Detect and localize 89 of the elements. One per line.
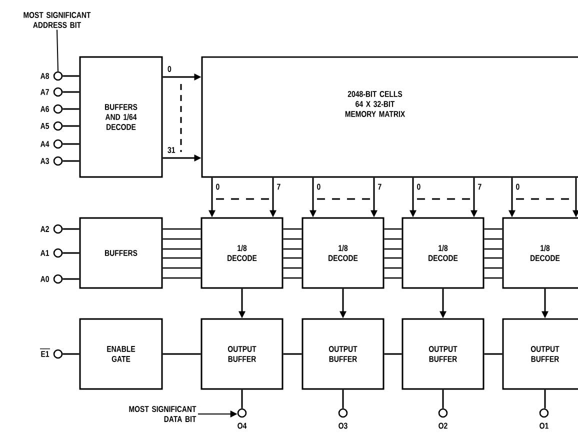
arrow <box>440 288 446 318</box>
arrow <box>162 154 202 162</box>
signal-line <box>62 278 80 280</box>
pin-circle <box>53 87 63 97</box>
signal-line <box>62 228 80 230</box>
edge-label: 0 <box>514 182 521 191</box>
pin-label: A3 <box>40 158 49 164</box>
pin-label: O1 <box>540 422 548 429</box>
signal-line <box>384 353 402 355</box>
pin-circle <box>53 156 63 166</box>
arrow <box>542 288 548 318</box>
block-box: BUFFERS AND 1/64 DECODE <box>79 56 163 178</box>
signal-line <box>241 390 243 408</box>
edge-label: 7 <box>376 182 383 191</box>
edge-label: 31 <box>166 146 176 154</box>
pin-circle <box>53 274 63 284</box>
arrow <box>470 178 478 218</box>
pin-circle <box>53 71 63 81</box>
signal-line <box>342 390 344 408</box>
edge-label: 0 <box>166 64 172 73</box>
arrow <box>162 74 202 80</box>
arrow <box>208 178 216 218</box>
signal-line <box>62 91 80 93</box>
pin-circle <box>53 139 63 149</box>
signal-line <box>484 353 502 355</box>
pin-label: A2 <box>40 226 49 232</box>
pin-circle <box>539 408 549 418</box>
block-box: 1/8 DECODE <box>502 217 578 289</box>
edge-label: 0 <box>416 182 422 191</box>
arrow <box>310 178 316 218</box>
signal-line <box>62 108 80 110</box>
block-box: ENABLE GATE <box>79 318 163 390</box>
signal-line <box>62 252 80 254</box>
block-box: OUTPUT BUFFER <box>502 318 578 390</box>
block-box: OUTPUT BUFFER <box>402 318 484 390</box>
arrow <box>238 288 246 318</box>
pin-label: A1 <box>40 250 50 256</box>
block-box: BUFFERS <box>79 217 163 289</box>
pin-circle <box>237 408 247 418</box>
memory-matrix-box: 2048-BIT CELLS 64 X 32-BIT MEMORY MATRIX <box>201 56 578 178</box>
arrow <box>370 178 378 218</box>
arrow <box>410 178 416 218</box>
pin-circle <box>438 408 448 418</box>
pin-label: A4 <box>40 141 50 147</box>
pin-label: A8 <box>40 73 50 79</box>
note-text: MOST SIGNIFICANT ADDRESS BIT <box>24 12 91 28</box>
block-box: 1/8 DECODE <box>302 217 384 289</box>
arrow <box>340 288 346 318</box>
block-box: 1/8 DECODE <box>200 217 284 289</box>
arrow <box>508 178 516 218</box>
pin-circle <box>53 248 63 258</box>
signal-line <box>544 390 546 408</box>
signal-line <box>162 353 201 355</box>
pin-label: A0 <box>40 276 49 282</box>
edge-label: 0 <box>214 182 221 191</box>
block-box: OUTPUT BUFFER <box>302 318 384 390</box>
pin-label: A7 <box>40 89 49 95</box>
arrow <box>198 410 238 418</box>
edge-label: 0 <box>316 182 322 191</box>
arrow <box>572 178 578 218</box>
pin-circle <box>53 349 63 359</box>
edge-label: 7 <box>476 182 483 191</box>
block-box: OUTPUT BUFFER <box>200 318 284 390</box>
pin-circle <box>53 104 63 114</box>
signal-line <box>62 160 80 162</box>
bus-lines <box>484 228 503 279</box>
arrow <box>270 178 276 218</box>
signal-line <box>283 353 302 355</box>
bus-lines <box>384 228 402 279</box>
block-box: 1/8 DECODE <box>402 217 484 289</box>
pin-label: O2 <box>438 422 448 429</box>
leader-line <box>56 29 58 72</box>
pin-label: A5 <box>40 123 50 129</box>
pin-label: O4 <box>238 422 247 429</box>
signal-line <box>62 143 80 145</box>
pin-label: A6 <box>40 106 49 112</box>
pin-circle <box>53 121 63 131</box>
signal-line <box>62 75 80 77</box>
edge-label: 7 <box>276 182 282 191</box>
pin-label: O3 <box>338 422 348 429</box>
note-text: MOST SIGNIFICANT DATA BIT <box>129 406 196 422</box>
signal-line <box>62 353 80 355</box>
signal-line <box>442 390 444 408</box>
bus-lines <box>162 228 202 279</box>
pin-label: E1 <box>41 351 50 357</box>
signal-line <box>62 125 80 127</box>
pin-circle <box>338 408 348 418</box>
pin-circle <box>53 224 63 234</box>
bus-lines <box>282 228 302 279</box>
